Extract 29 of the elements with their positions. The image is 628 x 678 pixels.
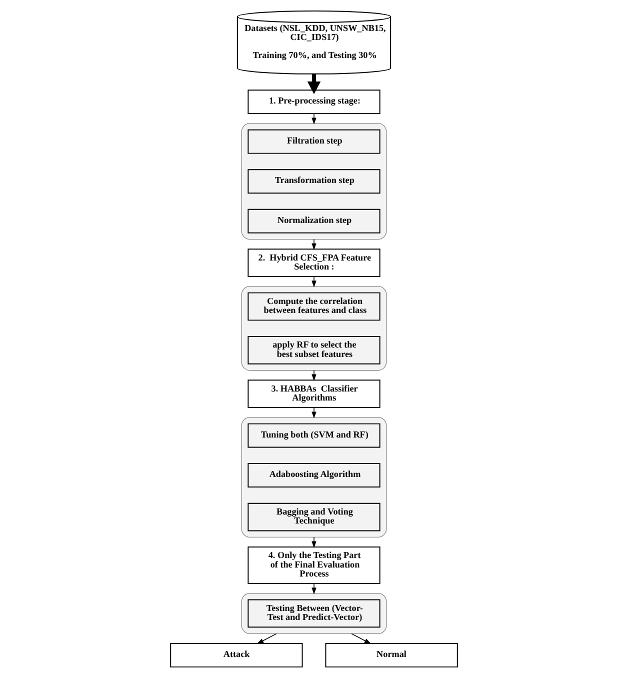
arrow (312, 583, 316, 594)
cluster (241, 286, 387, 371)
cluster (241, 123, 387, 240)
arrow (351, 633, 372, 644)
node-box: 3. HABBAs Classifier Algorithms (248, 380, 380, 408)
node-box: 2. Hybrid CFS_FPA Feature Selection : (248, 248, 380, 277)
arrow (307, 74, 321, 94)
node-box: Normalization step (248, 208, 380, 234)
arrow (312, 536, 316, 548)
node-box: Testing Between (Vector-Test and Predict-Vector) (248, 599, 380, 628)
node-box: Filtration step (248, 129, 380, 154)
node-box: apply RF to select the best subset features (248, 336, 380, 364)
arrow (256, 633, 277, 644)
node-box: Bagging and Voting Technique (248, 502, 380, 532)
node-box: Adaboosting Algorithm (248, 463, 380, 488)
cluster (241, 592, 387, 634)
arrow (312, 276, 316, 288)
node-box: Transformation step (248, 169, 380, 194)
cluster (241, 416, 387, 538)
node-box: Normal (325, 642, 458, 668)
node-box: 1. Pre-processing stage: (248, 90, 380, 114)
node-box: Compute the correlation between features and class (248, 292, 380, 321)
node-box: Tuning both (SVM and RF) (248, 423, 380, 448)
arrow (312, 238, 316, 250)
arrow (312, 113, 316, 125)
node-box: Attack (170, 642, 303, 668)
node-box: 4. Only the Testing Part of the Final Evaluation Process (248, 546, 380, 584)
arrow (312, 407, 316, 418)
arrow (312, 370, 316, 382)
